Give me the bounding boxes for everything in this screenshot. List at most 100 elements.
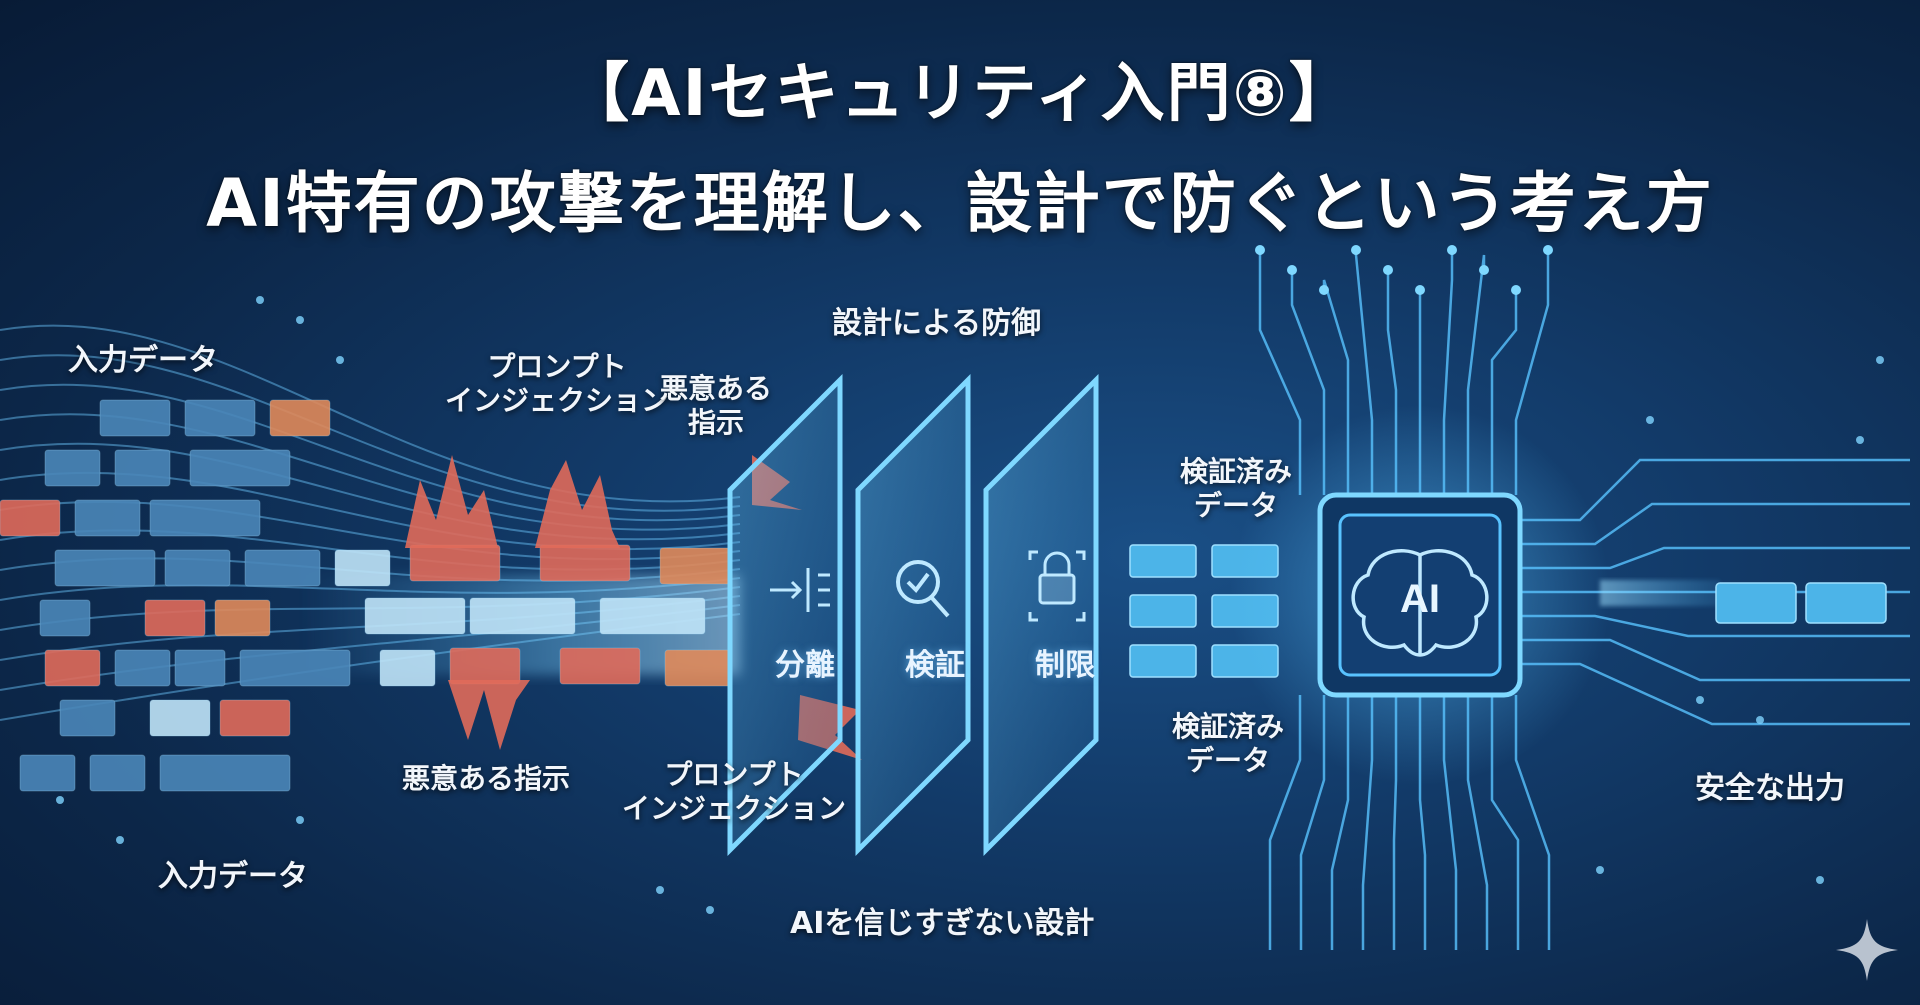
particle-dots — [56, 296, 1884, 914]
particle-dot — [1596, 866, 1604, 874]
data-block — [469, 597, 576, 635]
magnifier-check-icon — [896, 560, 950, 618]
spike-3 — [448, 680, 530, 750]
particle-dot — [1756, 716, 1764, 724]
label-input-data-bottom: 入力データ — [158, 859, 308, 894]
data-block — [449, 647, 521, 685]
label-input-data-top: 入力データ — [68, 343, 218, 378]
circuit-node — [1511, 285, 1521, 295]
data-block — [54, 549, 156, 587]
particle-dot — [56, 796, 64, 804]
label-prompt-injection-bottom-line1: プロンプト — [664, 758, 804, 791]
label-verified-data-bottom-line2: データ — [1186, 744, 1271, 777]
data-block — [19, 754, 76, 792]
data-block — [334, 549, 391, 587]
data-block — [149, 699, 211, 737]
label-dont-overtrust: AIを信じすぎない設計 — [790, 906, 1095, 941]
label-verified-data-top-line2: データ — [1194, 489, 1279, 522]
circuit-node — [1447, 245, 1457, 255]
data-block — [59, 699, 116, 737]
pane-label-restriction: 制限 — [1035, 648, 1095, 683]
pane-verification — [855, 373, 971, 857]
data-block — [39, 599, 91, 637]
data-block — [114, 449, 171, 487]
circuit-node — [1319, 285, 1329, 295]
particle-dot — [296, 816, 304, 824]
data-block — [174, 649, 226, 687]
label-verified-data-top: 検証済み データ — [1180, 455, 1292, 523]
label-verified-data-bottom: 検証済み データ — [1172, 710, 1284, 778]
label-defense-by-design: 設計による防御 — [832, 306, 1042, 341]
particle-dot — [116, 836, 124, 844]
data-block — [44, 449, 101, 487]
label-safe-output: 安全な出力 — [1695, 771, 1845, 806]
pane-restriction — [983, 373, 1099, 857]
defense-panes — [727, 373, 1099, 857]
particle-dot — [1876, 356, 1884, 364]
data-block — [99, 399, 171, 437]
data-block — [0, 499, 61, 537]
spike-2 — [535, 460, 620, 548]
data-block — [409, 544, 501, 582]
data-block — [219, 699, 291, 737]
data-block — [44, 649, 101, 687]
particle-dot — [296, 316, 304, 324]
circuit-node — [1543, 245, 1553, 255]
title-line-2: AI特有の攻撃を理解し、設計で防ぐという考え方 — [206, 165, 1714, 242]
data-block — [559, 647, 641, 685]
label-malicious-top: 悪意ある 指示 — [660, 372, 772, 440]
label-prompt-injection-bottom-line2: インジェクション — [622, 792, 847, 825]
particle-dot — [1696, 696, 1704, 704]
particle-dot — [656, 886, 664, 894]
data-block — [539, 544, 631, 582]
data-block — [379, 649, 436, 687]
data-block — [159, 754, 291, 792]
brain-icon — [1351, 549, 1489, 657]
data-block — [599, 597, 706, 635]
circuit-node — [1383, 265, 1393, 275]
data-block — [659, 547, 731, 585]
label-malicious-top-line1: 悪意ある — [660, 372, 773, 405]
data-block — [664, 649, 731, 687]
label-prompt-injection-top-line2: インジェクション — [445, 384, 670, 417]
circuit-node — [1287, 265, 1297, 275]
flow-line — [0, 383, 741, 522]
flow-line — [0, 324, 741, 503]
label-prompt-injection-top-line1: プロンプト — [487, 350, 627, 383]
pane-label-verification: 検証 — [905, 648, 965, 683]
data-block — [114, 649, 171, 687]
particle-dot — [1816, 876, 1824, 884]
data-block — [89, 754, 146, 792]
data-block — [144, 599, 206, 637]
particle-dot — [706, 906, 714, 914]
pane-label-separation: 分離 — [775, 648, 835, 683]
spike-1 — [405, 455, 498, 548]
data-block — [214, 599, 271, 637]
label-malicious-bottom: 悪意ある指示 — [402, 762, 571, 795]
circuit-node — [1351, 245, 1361, 255]
label-prompt-injection-top: プロンプト インジェクション — [445, 350, 669, 418]
output-blocks — [1715, 582, 1887, 624]
particle-dot — [336, 356, 344, 364]
particle-dot — [1646, 416, 1654, 424]
data-block — [189, 449, 291, 487]
sparkle-icon — [1836, 919, 1898, 981]
label-prompt-injection-bottom: プロンプト インジェクション — [622, 758, 846, 826]
data-block — [244, 549, 321, 587]
circuit-node — [1255, 245, 1265, 255]
label-verified-data-bottom-line1: 検証済み — [1172, 710, 1285, 743]
data-block — [74, 499, 141, 537]
circuit-node — [1479, 265, 1489, 275]
particle-dot — [256, 296, 264, 304]
data-block — [269, 399, 331, 437]
data-block — [149, 499, 261, 537]
particle-dot — [1856, 436, 1864, 444]
circuit-node — [1415, 285, 1425, 295]
pane-separation — [727, 373, 843, 857]
chip-label: AI — [1400, 577, 1440, 621]
label-verified-data-top-line1: 検証済み — [1180, 455, 1293, 488]
data-block — [364, 597, 466, 635]
title-line-1: 【AIセキュリティ入門⑧】 — [565, 57, 1355, 131]
